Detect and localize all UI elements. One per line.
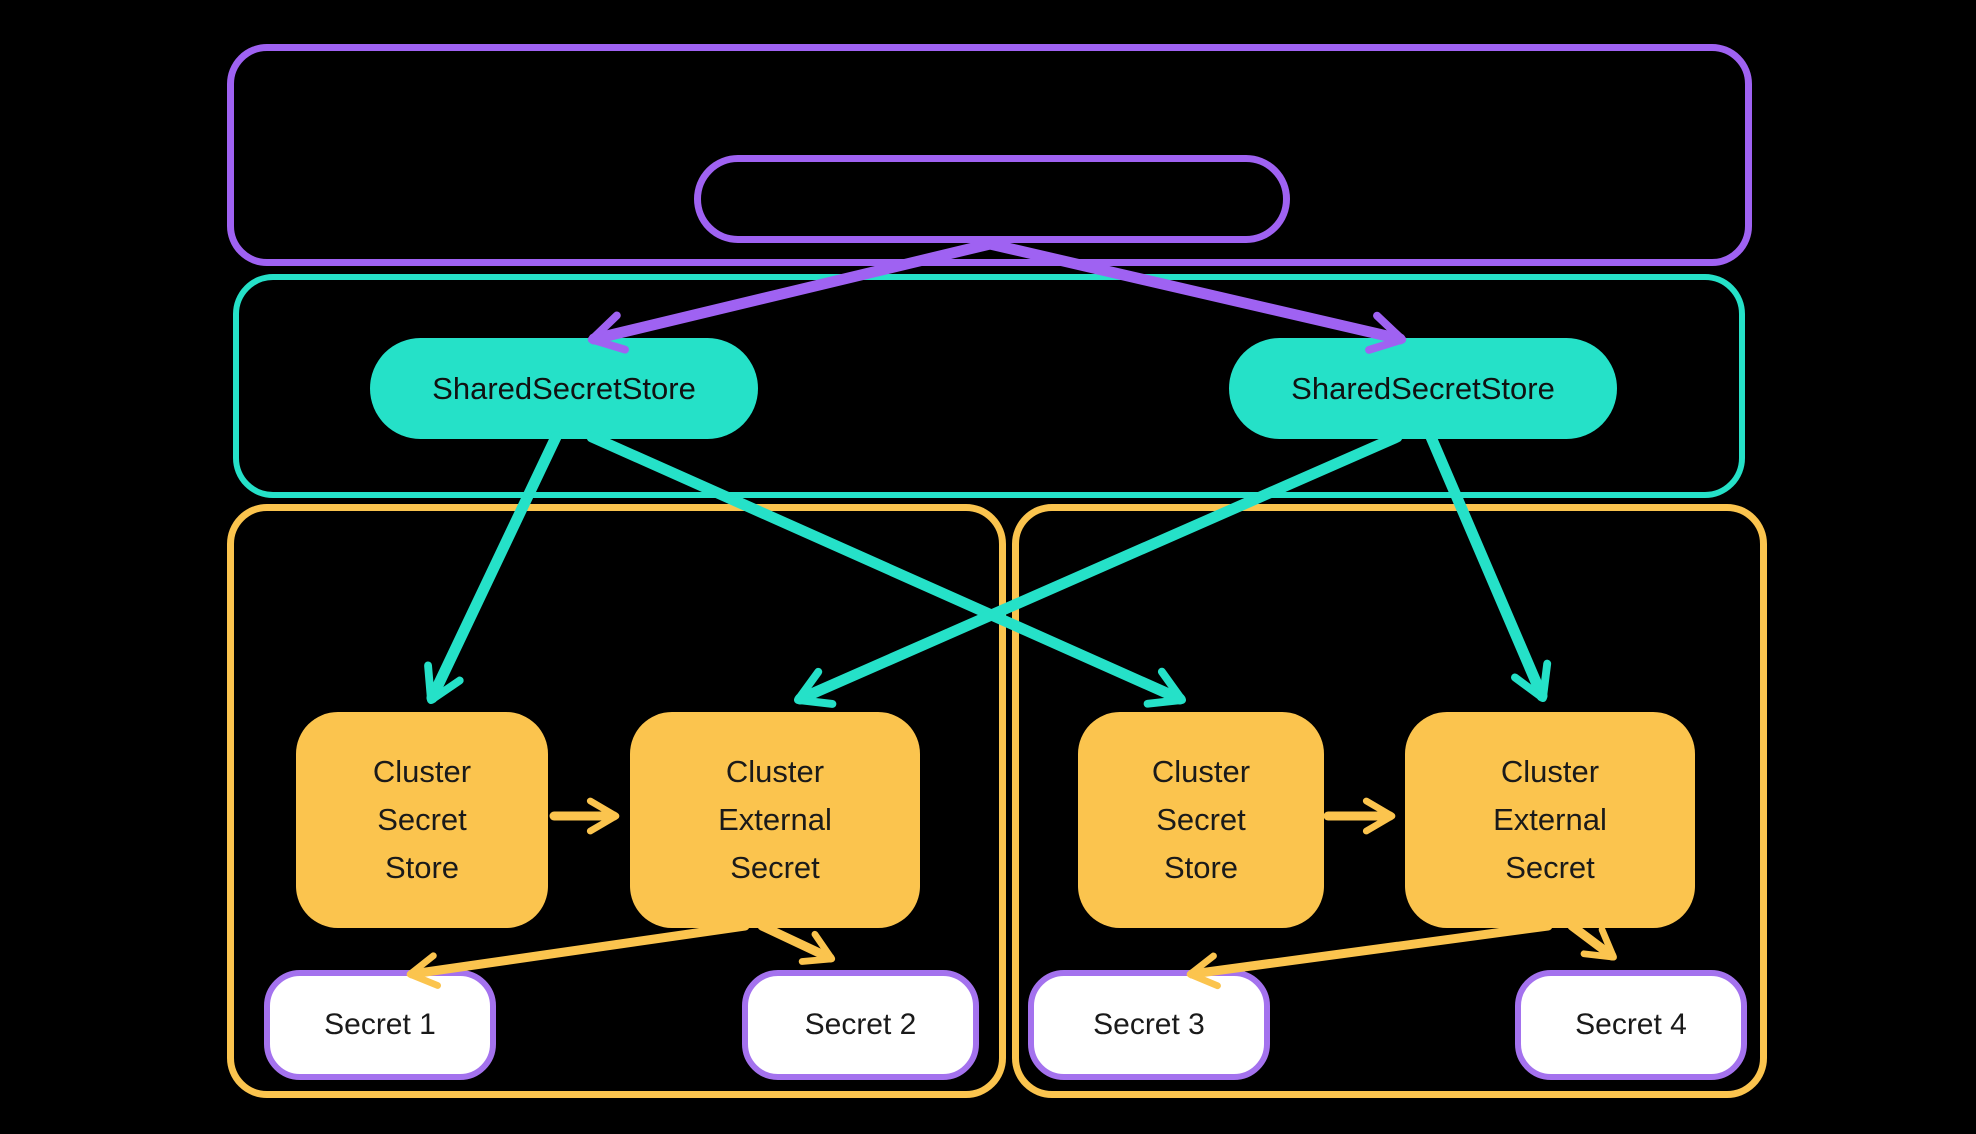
shared-secret-store-left: SharedSecretStore	[370, 338, 758, 439]
cluster-external-secret-left: Cluster External Secret	[630, 712, 920, 928]
secret-3-label: Secret 3	[1093, 1008, 1205, 1041]
secret-2-label: Secret 2	[804, 1008, 917, 1041]
top-inner-pill	[694, 155, 1290, 243]
cluster-external-secret-right-label: Cluster External Secret	[1493, 754, 1607, 885]
shared-secret-store-right-label: SharedSecretStore	[1291, 370, 1555, 406]
cluster-secret-store-left-label: Cluster Secret Store	[372, 754, 472, 885]
secret-4-pill: Secret 4	[1515, 970, 1747, 1080]
cluster-external-secret-left-label: Cluster External Secret	[718, 754, 832, 885]
cluster-external-secret-right: Cluster External Secret	[1405, 712, 1695, 928]
shared-secret-store-right: SharedSecretStore	[1229, 338, 1617, 439]
secret-4-label: Secret 4	[1575, 1008, 1687, 1041]
cluster-secret-store-right-label: Cluster Secret Store	[1151, 754, 1251, 885]
secret-3-pill: Secret 3	[1028, 970, 1270, 1080]
secret-1-pill: Secret 1	[264, 970, 496, 1080]
shared-secret-store-left-label: SharedSecretStore	[432, 370, 696, 406]
cluster-secret-store-right: Cluster Secret Store	[1078, 712, 1324, 928]
secret-2-pill: Secret 2	[742, 970, 979, 1080]
cluster-secret-store-left: Cluster Secret Store	[296, 712, 548, 928]
secret-1-label: Secret 1	[324, 1008, 436, 1041]
